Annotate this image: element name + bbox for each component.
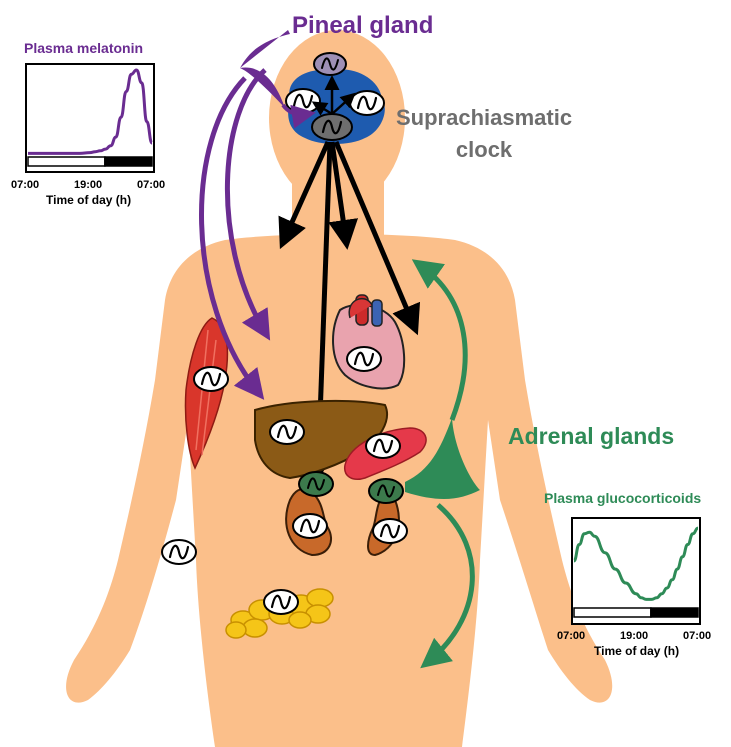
- light-phase-segment: [574, 608, 651, 617]
- pancreas-oscillator-icon: [366, 434, 400, 458]
- adrenal-glands-label: Adrenal glands: [508, 423, 674, 450]
- muscle-oscillator-icon: [194, 367, 228, 391]
- melatonin-light-dark-bar: [28, 157, 152, 166]
- melatonin-tick-2: 07:00: [137, 179, 165, 191]
- light-phase-segment: [28, 157, 105, 166]
- scn-label-line1: Suprachiasmatic: [396, 102, 572, 134]
- brain-oscillator-right-icon: [350, 91, 384, 115]
- brain-oscillator-left-icon: [286, 89, 320, 113]
- glucocorticoid-x-axis-label: Time of day (h): [594, 644, 679, 658]
- glucocorticoid-tick-2: 07:00: [683, 630, 711, 642]
- scn-clock-icon: [312, 114, 352, 140]
- glucocorticoid-chart-title: Plasma glucocorticoids: [544, 490, 701, 506]
- kidney-left-oscillator-icon: [293, 514, 327, 538]
- melatonin-chart-frame: [26, 64, 154, 172]
- melatonin-chart-title: Plasma melatonin: [24, 40, 143, 56]
- melatonin-x-axis-label: Time of day (h): [46, 193, 131, 207]
- dark-phase-segment: [651, 608, 698, 617]
- dark-phase-segment: [105, 157, 152, 166]
- pineal-gland-label: Pineal gland: [292, 12, 433, 40]
- adrenal-right-oscillator-icon: [369, 479, 403, 503]
- glucocorticoid-chart: [572, 518, 700, 624]
- peripheral-oscillator-icon: [162, 540, 196, 564]
- adipose-oscillator-icon: [264, 590, 298, 614]
- melatonin-tick-1: 19:00: [74, 179, 102, 191]
- glucocorticoid-tick-0: 07:00: [557, 630, 585, 642]
- glucocorticoid-tick-1: 19:00: [620, 630, 648, 642]
- suprachiasmatic-clock-label: Suprachiasmatic clock: [396, 102, 572, 166]
- glucocorticoid-light-dark-bar: [574, 608, 698, 617]
- scn-label-line2: clock: [396, 134, 572, 166]
- adrenal-left-oscillator-icon: [299, 472, 333, 496]
- pineal-oscillator-icon: [314, 53, 346, 75]
- liver-oscillator-icon: [270, 420, 304, 444]
- melatonin-tick-0: 07:00: [11, 179, 39, 191]
- melatonin-chart: [26, 64, 154, 172]
- kidney-right-oscillator-icon: [373, 519, 407, 543]
- heart-oscillator-icon: [347, 347, 381, 371]
